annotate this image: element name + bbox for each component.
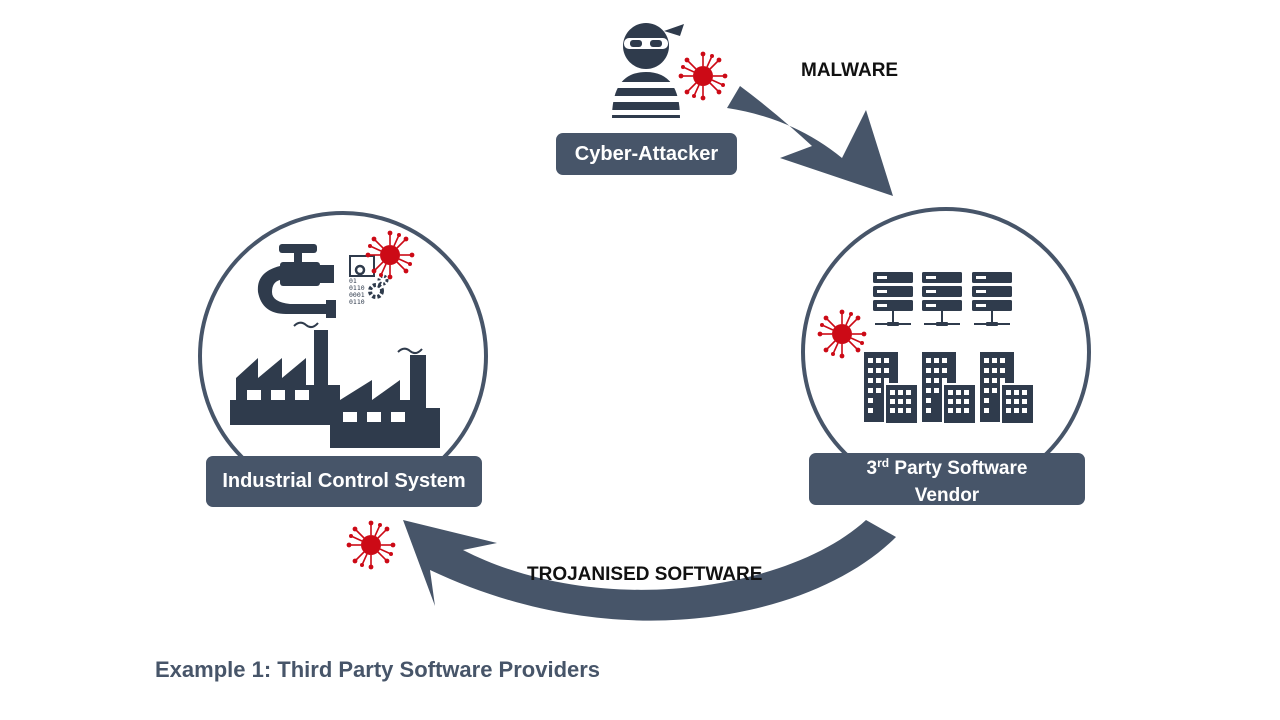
virus-icon [816, 308, 868, 360]
software-vendor-label: 3rd Party Software Vendor [809, 450, 1085, 506]
software-vendor-label-line1: 3rd Party Software [867, 450, 1028, 482]
diagram-caption: Example 1: Third Party Software Provider… [155, 657, 601, 682]
pipe-valve-icon [257, 244, 336, 318]
factory-icon [230, 321, 440, 448]
vendor-label-rest: Party Software [889, 457, 1028, 479]
vendor-ordinal-suffix: rd [877, 455, 890, 470]
virus-icon [677, 50, 729, 102]
gears-icon: 01 0110 0001 0110 [349, 255, 389, 306]
binary-text: 01 [349, 277, 357, 285]
trojanised-software-flow-label: TROJANISED SOFTWARE [527, 564, 763, 585]
industrial-control-system-label: Industrial Control System [206, 456, 482, 507]
malware-arrow [727, 86, 893, 196]
virus-icon [364, 229, 416, 281]
vendor-ordinal-number: 3 [866, 457, 878, 479]
malware-flow-label: MALWARE [801, 60, 899, 81]
binary-text: 0001 [349, 291, 365, 299]
binary-text: 0110 [349, 284, 365, 292]
cyber-attacker-label: Cyber-Attacker [556, 133, 737, 175]
hacker-icon [611, 23, 684, 118]
virus-icon [345, 519, 397, 571]
binary-text: 0110 [349, 298, 365, 306]
software-vendor-label-line2: Vendor [914, 484, 980, 506]
trojanised-arrow [403, 520, 896, 621]
